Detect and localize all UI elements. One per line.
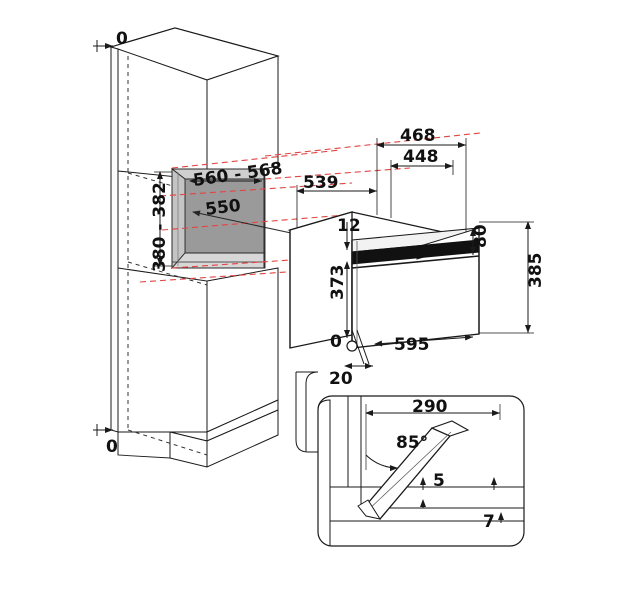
dim-label-top-zero: 0	[116, 29, 128, 49]
detail-leader-path2	[305, 371, 319, 452]
detail-cabinet-left	[317, 399, 331, 546]
oven-door-top-edge	[351, 255, 480, 269]
cabinet-left-stile	[110, 46, 119, 433]
detail-door-hinge-end	[357, 499, 382, 520]
dim-label-niche-depth: 550	[204, 196, 242, 220]
detail-door-inner-line	[365, 431, 452, 513]
cabinet-plinth-left	[117, 431, 171, 459]
projection-top-right	[264, 132, 481, 157]
dim-label-5: 5	[433, 471, 445, 491]
dim-label-85: 85°	[396, 433, 428, 453]
dim-595-line	[374, 334, 474, 347]
niche-floor	[171, 252, 266, 269]
dim-label-bottom-zero: 0	[106, 437, 118, 457]
detail-leader-path	[295, 372, 318, 453]
dim-label-oven-zero: 0	[330, 332, 342, 352]
cabinet-lower-left-face	[117, 267, 208, 433]
dim-label-niche-height: 380 - 382	[150, 182, 170, 272]
dim-label-290: 290	[412, 397, 448, 417]
dim-label-20: 20	[329, 369, 353, 389]
oven-hinge-pivot	[346, 340, 358, 352]
dim-20-leader	[351, 329, 365, 365]
projection-back-top	[264, 167, 411, 180]
dim-label-7: 7	[483, 512, 495, 532]
cabinet-hidden-niche-bottom	[127, 261, 208, 286]
projection-mid-left	[159, 182, 353, 197]
door-open-detail: 290 85° 5 7	[295, 371, 525, 547]
dim-label-595: 595	[394, 335, 430, 355]
dim-label-373: 373	[328, 265, 348, 301]
dim-label-12: 12	[337, 216, 361, 236]
dim-label-448: 448	[403, 147, 439, 167]
cabinet-housing-unit	[109, 27, 280, 468]
cabinet-hidden-base	[127, 429, 208, 456]
dim-label-539: 539	[303, 173, 339, 193]
detail-door-tip	[430, 420, 470, 437]
niche-left-wall	[171, 168, 186, 270]
dim-20-leader2	[356, 329, 370, 365]
cabinet-hidden-niche-top	[127, 172, 208, 197]
dim-85-arc	[365, 454, 399, 472]
dim-label-468: 468	[400, 126, 436, 146]
projection-top-left	[171, 149, 341, 169]
built-in-oven	[287, 211, 482, 352]
dim-label-80: 80	[471, 224, 491, 248]
oven-dimensions: 468 448 539 12 80 385 373 595 0 20	[296, 126, 546, 389]
dim-label-385: 385	[526, 253, 546, 289]
niche-front-opening	[171, 168, 265, 269]
